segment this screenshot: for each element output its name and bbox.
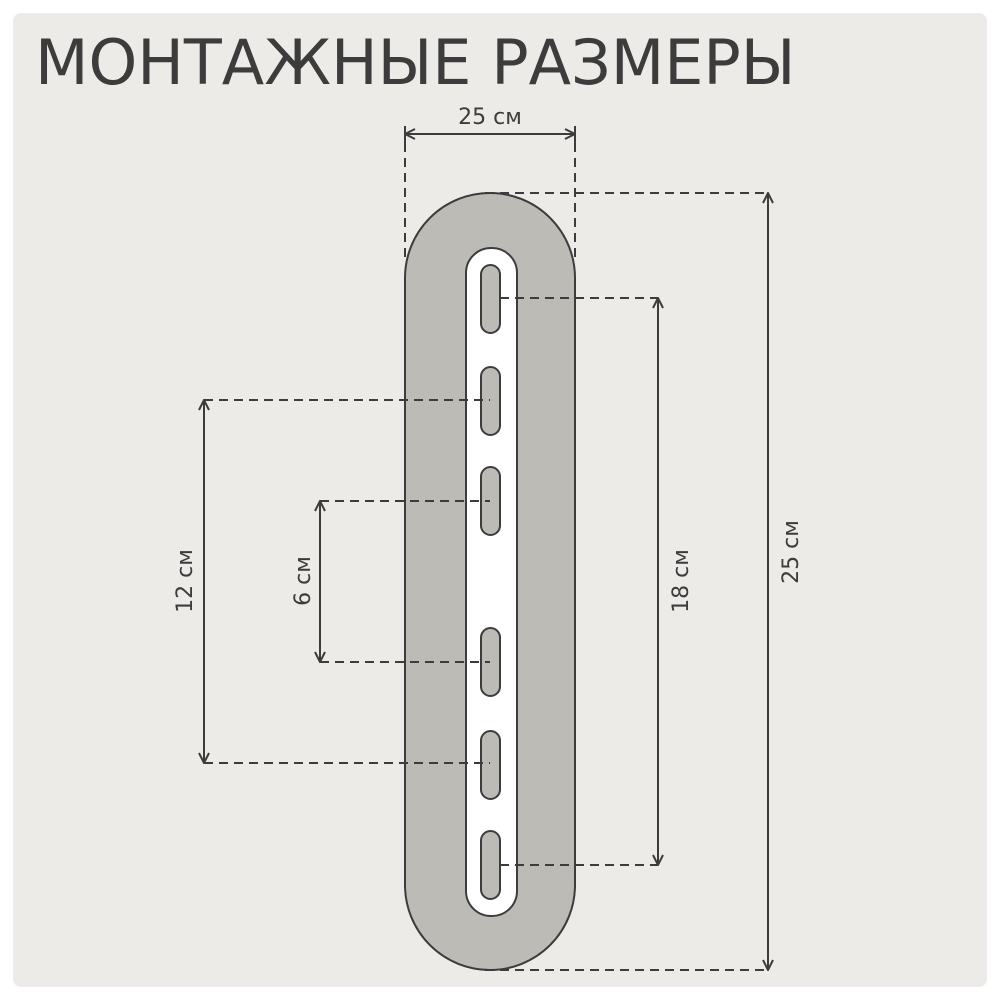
slot [480, 366, 501, 436]
width-dimension: 25 см [404, 105, 576, 262]
span-6-label: 6 см [291, 556, 316, 606]
slot [480, 730, 501, 800]
slot [480, 830, 501, 900]
span-18-dimension: 18 см [500, 297, 694, 866]
page-title: МОНТАЖНЫЕ РАЗМЕРЫ [35, 26, 796, 99]
slot [480, 627, 501, 697]
span-18-label: 18 см [669, 549, 694, 613]
width-label: 25 см [458, 105, 522, 130]
span-12-label: 12 см [173, 549, 198, 613]
span-12-dimension: 12 см [173, 399, 490, 764]
span-6-dimension: 6 см [291, 500, 490, 663]
slot [480, 466, 501, 536]
mounting-strip [465, 247, 518, 917]
height-dimension: 25 см [485, 192, 804, 971]
slot [480, 264, 501, 334]
height-label: 25 см [779, 520, 804, 584]
